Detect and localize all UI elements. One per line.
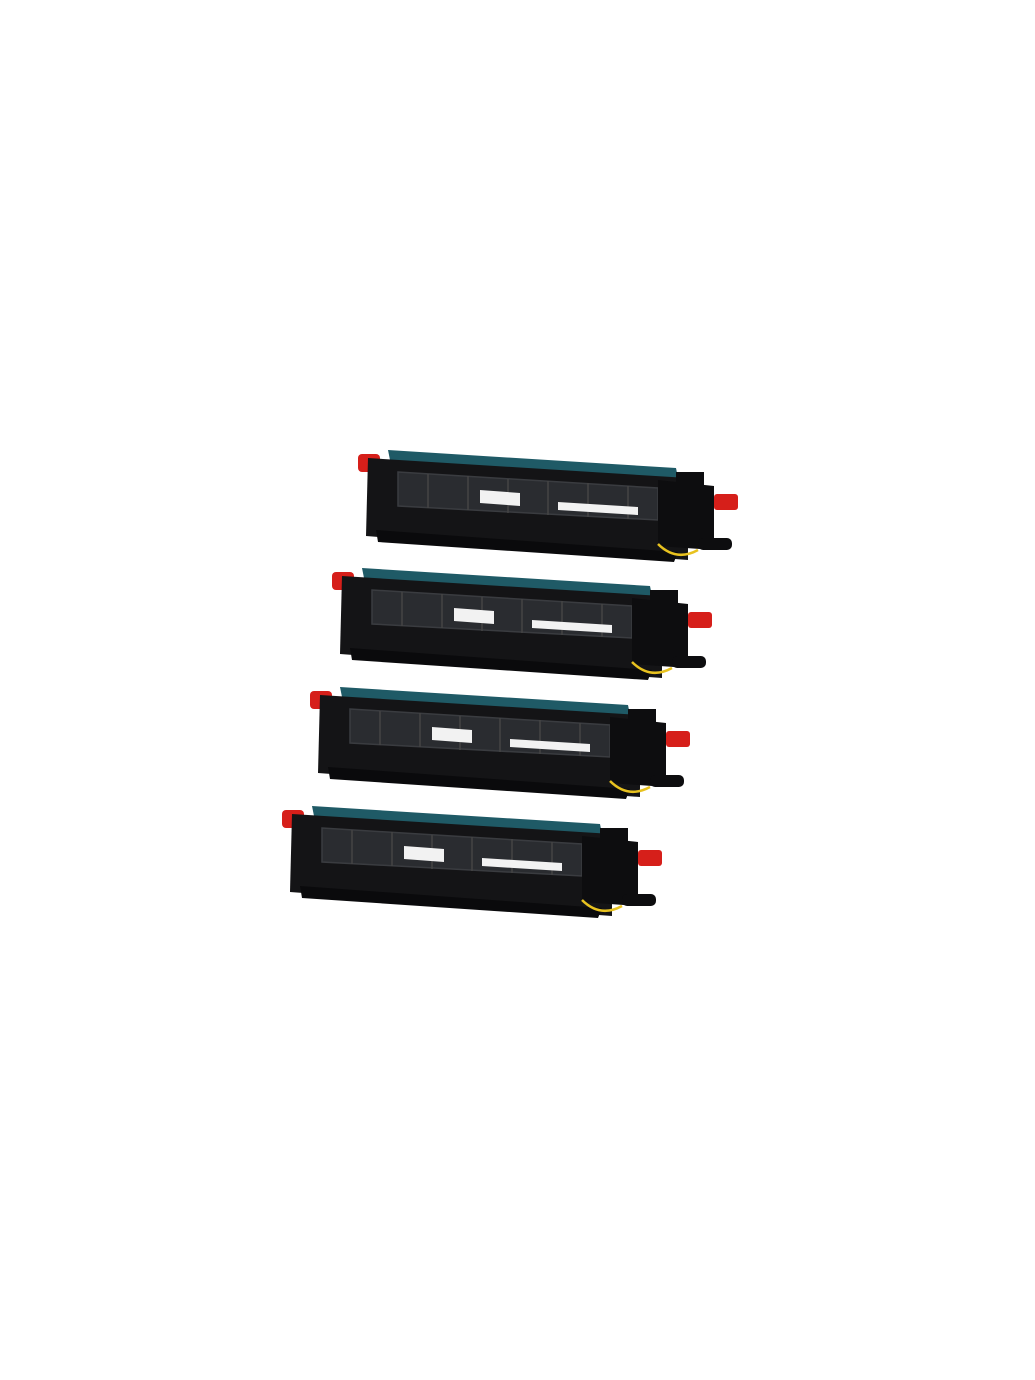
product-photo bbox=[280, 448, 740, 920]
